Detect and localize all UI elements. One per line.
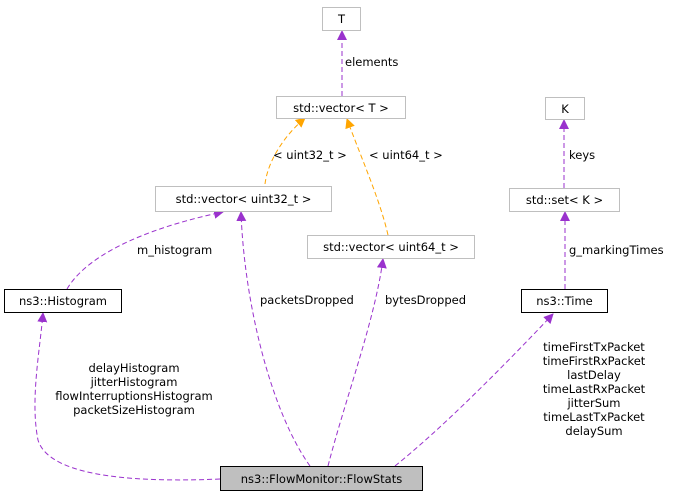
label-time-first-tx-packet: timeFirstTxPacket xyxy=(543,340,645,354)
label-histogram-members: delayHistogram jitterHistogram flowInter… xyxy=(44,361,224,417)
label-keys: keys xyxy=(569,148,596,162)
node-histogram[interactable]: ns3::Histogram xyxy=(4,289,122,313)
label-uint64: < uint64_t > xyxy=(369,148,443,162)
label-delay-sum: delaySum xyxy=(565,424,623,438)
label-elements: elements xyxy=(345,55,399,69)
label-jitter-histogram: jitterHistogram xyxy=(90,375,178,389)
edge-bytes-dropped xyxy=(327,258,387,467)
node-t[interactable]: T xyxy=(322,7,361,31)
label-delay-histogram: delayHistogram xyxy=(88,361,180,375)
node-flowstats-label: ns3::FlowMonitor::FlowStats xyxy=(240,471,403,486)
edge-m-histogram xyxy=(66,208,224,290)
node-vector-uint64[interactable]: std::vector< uint64_t > xyxy=(307,235,475,259)
label-g-marking-times: g_markingTimes xyxy=(569,243,664,257)
node-histogram-label: ns3::Histogram xyxy=(18,294,107,308)
label-m-histogram: m_histogram xyxy=(137,243,213,257)
label-time-members: timeFirstTxPacket timeFirstRxPacket last… xyxy=(530,340,658,438)
node-vector-uint64-label: std::vector< uint64_t > xyxy=(323,240,459,254)
edge-packets-dropped xyxy=(236,211,311,467)
label-bytes-dropped: bytesDropped xyxy=(385,293,467,307)
label-time-first-rx-packet: timeFirstRxPacket xyxy=(542,354,646,368)
node-flowstats[interactable]: ns3::FlowMonitor::FlowStats xyxy=(220,466,423,491)
node-set-k[interactable]: std::set< K > xyxy=(509,188,620,212)
label-time-last-rx-packet: timeLastRxPacket xyxy=(542,382,646,396)
edge-template-uint64 xyxy=(345,118,389,236)
node-set-k-label: std::set< K > xyxy=(525,193,604,207)
node-k-label: K xyxy=(561,101,569,116)
label-flow-interruptions-histogram: flowInterruptionsHistogram xyxy=(55,389,213,403)
label-time-last-tx-packet: timeLastTxPacket xyxy=(543,410,645,424)
label-packet-size-histogram: packetSizeHistogram xyxy=(73,403,195,417)
node-time-label: ns3::Time xyxy=(536,294,593,308)
node-vector-uint32-label: std::vector< uint32_t > xyxy=(175,192,312,206)
node-t-label: T xyxy=(337,12,346,26)
node-time[interactable]: ns3::Time xyxy=(521,289,608,313)
node-vector-t-label: std::vector< T > xyxy=(293,100,389,115)
node-k[interactable]: K xyxy=(545,97,585,120)
label-jitter-sum: jitterSum xyxy=(567,396,621,410)
label-uint32: < uint32_t > xyxy=(273,148,347,162)
node-vector-t[interactable]: std::vector< T > xyxy=(276,96,406,119)
label-packets-dropped: packetsDropped xyxy=(260,293,354,307)
node-vector-uint32[interactable]: std::vector< uint32_t > xyxy=(155,186,332,212)
label-last-delay: lastDelay xyxy=(567,368,621,382)
